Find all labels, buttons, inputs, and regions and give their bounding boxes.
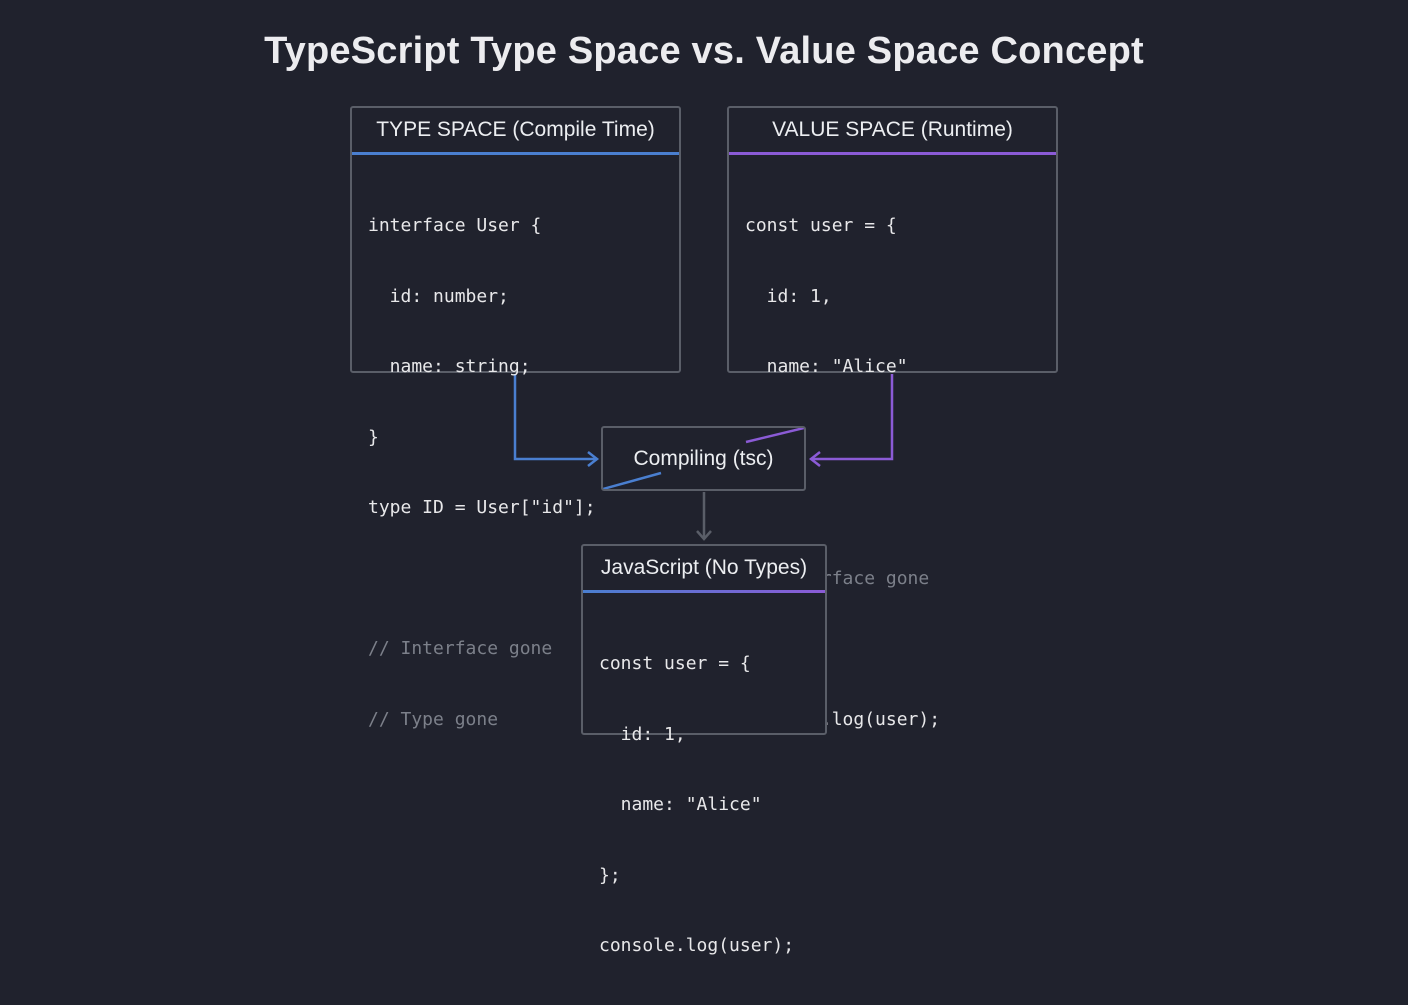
code-line: interface User { (368, 215, 542, 236)
diagram-title: TypeScript Type Space vs. Value Space Co… (264, 30, 1144, 72)
value-to-compiler-arrow (812, 374, 894, 461)
code-line: }; (599, 864, 621, 886)
type-to-compiler-arrow (513, 374, 596, 461)
code-line: const user = { (745, 215, 897, 236)
value-space-header: VALUE SPACE (Runtime) (729, 108, 1056, 155)
type-arrowhead (587, 451, 600, 467)
compiler-accent-lines (603, 428, 804, 489)
code-line (745, 496, 1056, 520)
type-space-box: TYPE SPACE (Compile Time) interface User… (350, 106, 681, 730)
javascript-code: const user = { id: 1, name: "Alice" }; c… (583, 593, 825, 1005)
type-space-header: TYPE SPACE (Compile Time) (352, 108, 679, 155)
value-space-box: VALUE SPACE (Runtime) const user = { id:… (727, 106, 1058, 730)
code-line: type ID = User["id"]; (368, 497, 596, 518)
code-comment: // Interface gone (368, 638, 553, 659)
javascript-box: JavaScript (No Types) const user = { id:… (581, 544, 827, 956)
compiler-box: Compiling (tsc) (601, 426, 806, 491)
connectors (513, 374, 894, 541)
javascript-header: JavaScript (No Types) (583, 546, 825, 593)
code-line: id: 1, (599, 723, 686, 745)
value-arrowhead (808, 451, 821, 467)
compiler-label: Compiling (tsc) (633, 446, 774, 470)
code-line: name: string; (368, 356, 531, 377)
code-line: id: number; (368, 285, 509, 307)
code-line: } (368, 426, 379, 448)
code-line: name: "Alice" (745, 356, 908, 377)
js-arrowhead (696, 530, 712, 541)
code-comment: // Type gone (368, 708, 499, 730)
type-space-code: interface User { id: number; name: strin… (352, 155, 679, 778)
code-line: name: "Alice" (599, 794, 762, 815)
code-line: console.log(user); (599, 935, 795, 956)
code-line: const user = { (599, 653, 751, 674)
code-line: id: 1, (745, 285, 832, 307)
